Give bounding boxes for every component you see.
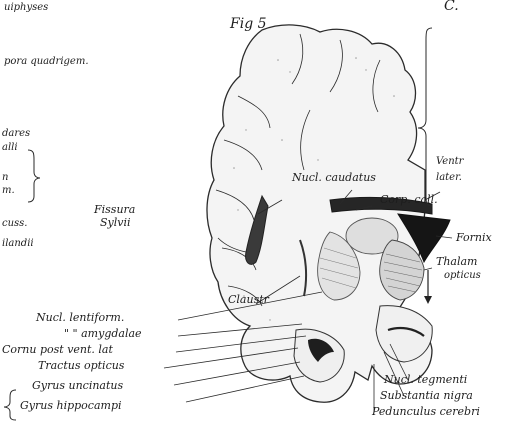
figure-label: Fig 5	[230, 18, 267, 30]
label-nucl-tegmenti: Nucl. tegmenti	[384, 374, 467, 386]
label-gyrus-uncinatus: Gyrus uncinatus	[32, 380, 123, 392]
label-pedunculus: Pedunculus cerebri	[372, 406, 480, 418]
label-corp-call: Corp. call.	[380, 194, 438, 206]
label-thalam: Thalam	[436, 256, 478, 268]
margin-text: n	[2, 172, 8, 184]
label-fissura: Fissura	[94, 204, 135, 216]
label-later: later.	[436, 172, 462, 184]
label-cornu-post: Cornu post vent. lat	[2, 344, 113, 356]
label-opticus: opticus	[444, 270, 481, 282]
margin-text: pora quadrigem.	[4, 56, 89, 68]
label-tractus-opticus: Tractus opticus	[38, 360, 124, 372]
margin-text: cuss.	[2, 218, 27, 230]
label-nucl-caudatus: Nucl. caudatus	[292, 172, 376, 184]
label-substantia-nigra: Substantia nigra	[380, 390, 473, 402]
label-gyrus-hippocampi: Gyrus hippocampi	[20, 400, 122, 412]
label-amygdalae: " " amygdalae	[64, 328, 142, 340]
label-sylvii: Sylvii	[100, 217, 131, 229]
margin-text: m.	[2, 185, 15, 197]
label-claustr: Claustr	[228, 294, 269, 306]
margin-text: uiphyses	[4, 2, 48, 14]
gyrus-brace	[4, 390, 16, 420]
label-nucl-lentiform: Nucl. lentiform.	[36, 312, 124, 324]
margin-text: alli	[2, 142, 18, 154]
margin-text: dares	[2, 128, 30, 140]
margin-brace	[28, 150, 40, 202]
corner-letter: C.	[444, 0, 459, 12]
label-fornix: Fornix	[456, 232, 492, 244]
label-ventr: Ventr	[436, 156, 463, 168]
margin-text: ilandii	[2, 238, 34, 250]
